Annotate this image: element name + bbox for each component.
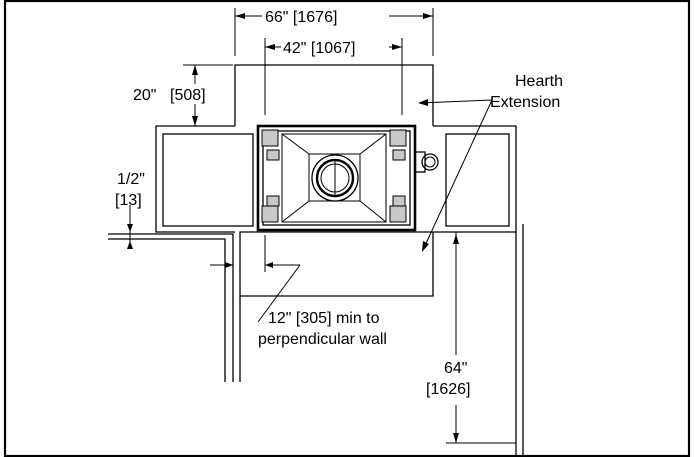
dim-offset-mm: [13] (115, 192, 142, 209)
dim-firebox-width-label: 42" [1067] (283, 40, 355, 57)
dim-hearth-depth: 20" [508] (129, 64, 233, 126)
dim-side-depth-inches: 64" (444, 360, 467, 377)
right-cabinet (445, 133, 510, 227)
perpendicular-wall (108, 233, 241, 382)
left-cabinet (162, 133, 254, 227)
dim-hearth-depth-mm: [508] (170, 87, 206, 104)
hearth-label-line2: Extension (490, 94, 560, 111)
dim-wall-clearance: 12" [305] min to perpendicular wall (210, 235, 387, 348)
flue-collar (311, 154, 359, 202)
dim-wall-clearance-line1: 12" [305] min to (268, 310, 380, 327)
dim-wall-clearance-line2: perpendicular wall (258, 331, 387, 348)
right-wall (515, 224, 524, 455)
hearth-label-line1: Hearth (515, 73, 563, 90)
dim-side-depth-mm: [1626] (426, 381, 470, 398)
dim-firebox-width: 42" [1067] (264, 38, 403, 115)
diagram-frame (3, 0, 691, 457)
fireplace-unit (256, 124, 417, 232)
dim-overall-width-label: 66" [1676] (265, 9, 337, 26)
dim-offset-inches: 1/2" (117, 171, 145, 188)
dim-overall-width: 66" [1676] (234, 8, 434, 56)
dim-offset: 1/2" [13] (115, 171, 145, 249)
gas-valve (414, 151, 439, 173)
dim-side-depth: 64" [1626] (426, 232, 516, 444)
corner-brackets (261, 129, 407, 223)
hearth-extension-callout: Hearth Extension (418, 73, 563, 252)
dim-hearth-depth-inches: 20" (133, 87, 156, 104)
